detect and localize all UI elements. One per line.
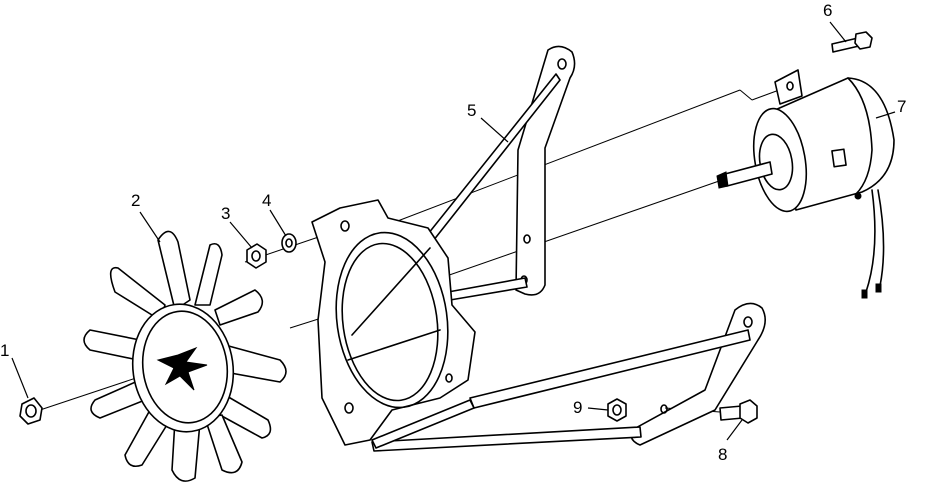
hex-nut-part-1 — [19, 397, 43, 425]
hex-nut-part-9 — [607, 398, 627, 422]
callout-1: 1 — [0, 341, 9, 360]
callout-2: 2 — [131, 191, 140, 210]
callout-9: 9 — [573, 398, 582, 417]
bolt-part-8 — [719, 399, 758, 424]
fan-motor — [716, 69, 895, 299]
lock-washer-part-4 — [281, 233, 297, 253]
callout-labels: 1 2 3 4 5 6 7 8 9 — [0, 1, 906, 464]
hex-nut-part-3 — [246, 243, 267, 269]
callout-leaders — [11, 21, 896, 441]
callout-3: 3 — [221, 204, 230, 223]
callout-8: 8 — [718, 445, 727, 464]
callout-5: 5 — [467, 101, 476, 120]
callout-4: 4 — [262, 191, 271, 210]
callout-7: 7 — [897, 97, 906, 116]
lower-mounting-bracket — [371, 302, 766, 452]
fan-blade — [83, 230, 287, 482]
fan-shroud — [311, 199, 476, 446]
upper-support-bracket — [411, 45, 576, 301]
callout-6: 6 — [823, 1, 832, 20]
screw-part-6 — [831, 31, 873, 53]
